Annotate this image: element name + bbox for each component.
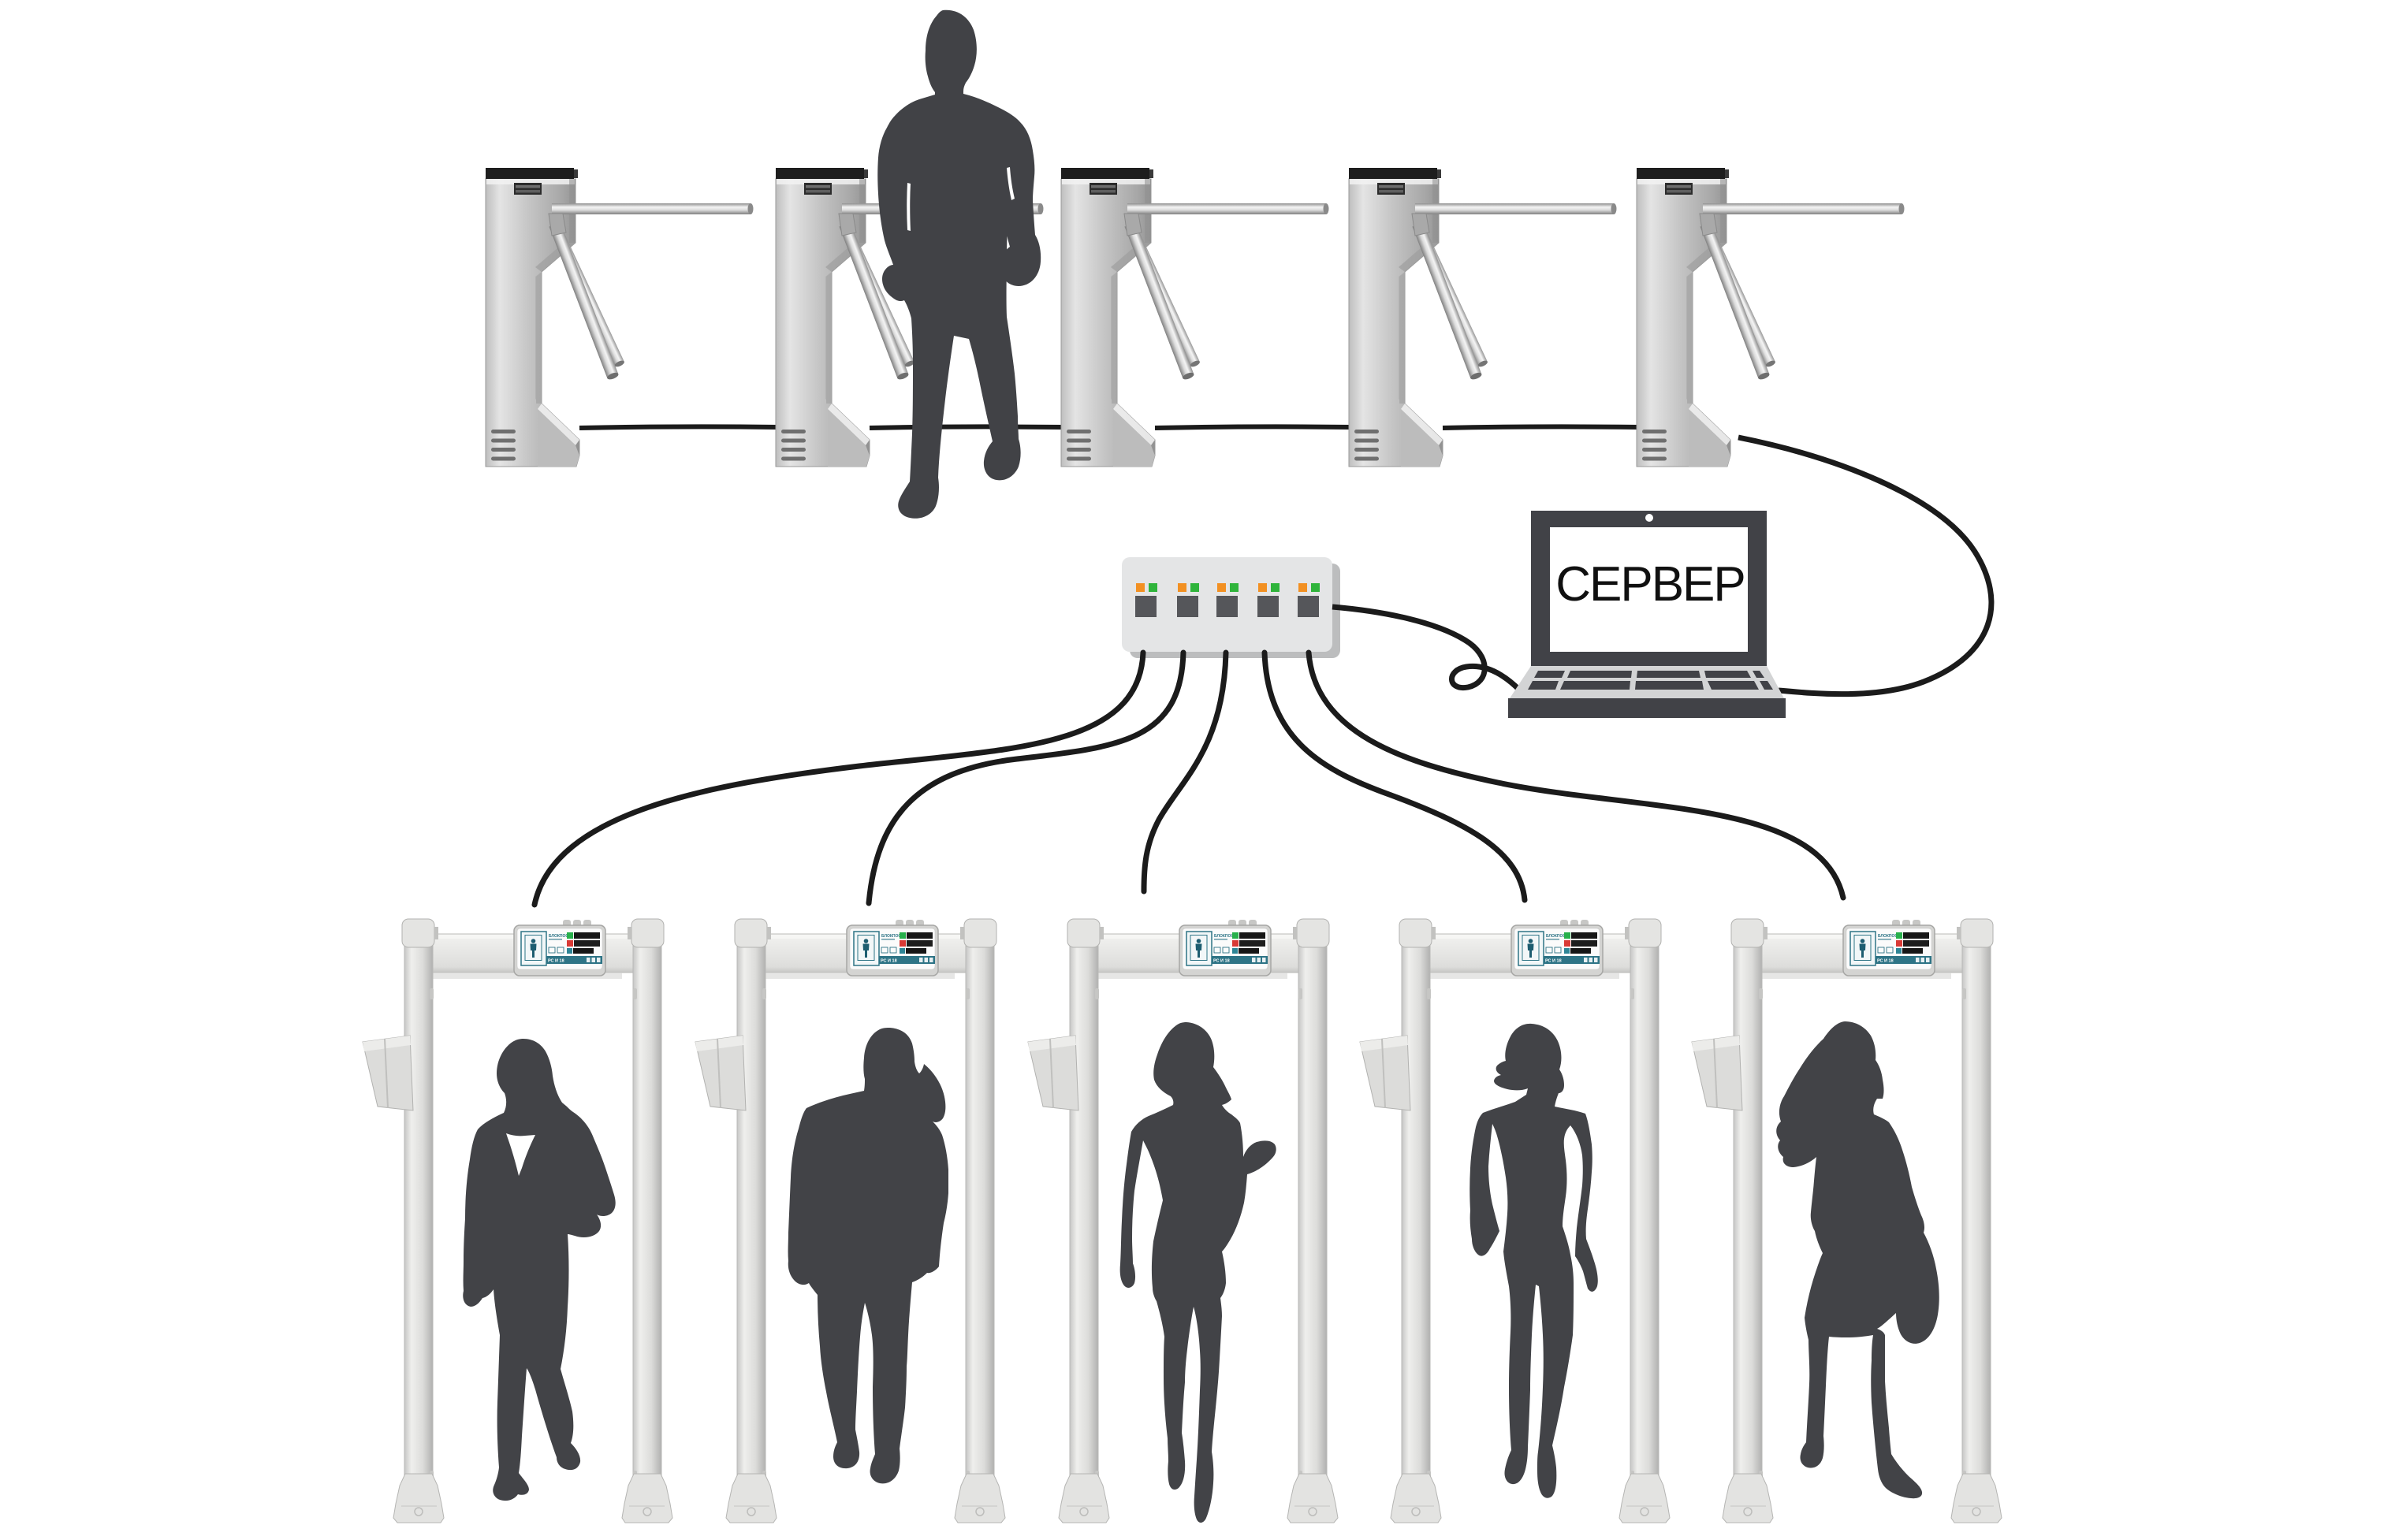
svg-text:СЕРВЕР: СЕРВЕР bbox=[1555, 557, 1745, 612]
